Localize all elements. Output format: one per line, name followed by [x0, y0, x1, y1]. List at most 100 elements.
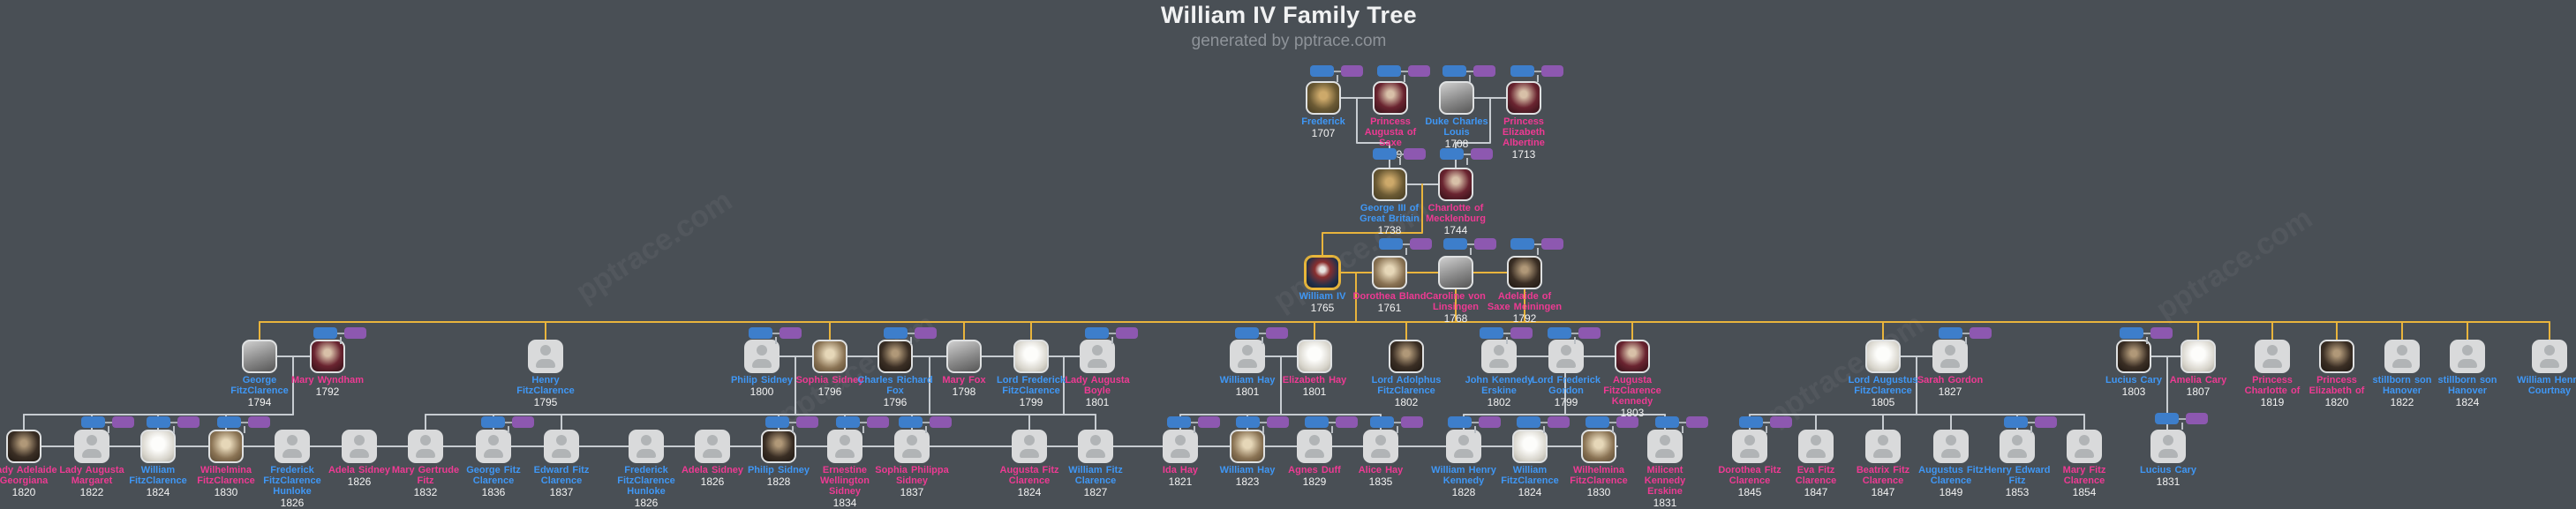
person-node[interactable]: Lucius Cary 1803 — [2095, 340, 2173, 398]
mother-pill[interactable] — [2035, 416, 2057, 428]
person-node[interactable]: Adela Sidney 1826 — [320, 430, 398, 488]
collapsed-parents-pills[interactable] — [765, 416, 818, 433]
father-pill[interactable] — [1586, 416, 1609, 428]
father-pill[interactable] — [1655, 416, 1679, 428]
person-portrait[interactable] — [1230, 340, 1265, 373]
father-pill[interactable] — [765, 416, 789, 428]
person-node[interactable]: Edward Fitz Clarence 1837 — [523, 430, 600, 498]
person-node[interactable]: William IV 1765 — [1284, 256, 1361, 314]
father-pill[interactable] — [1310, 65, 1334, 77]
person-portrait[interactable] — [744, 340, 780, 373]
person-portrait[interactable] — [1078, 430, 1113, 463]
person-portrait[interactable] — [1512, 430, 1548, 463]
person-portrait[interactable] — [1615, 340, 1650, 373]
collapsed-parents-pills[interactable] — [81, 416, 134, 433]
mother-pill[interactable] — [1341, 65, 1363, 77]
father-pill[interactable] — [1236, 416, 1260, 428]
person-portrait[interactable] — [1865, 340, 1901, 373]
person-node[interactable]: Lord Augustus FitzClarence 1805 — [1844, 340, 1922, 408]
person-node[interactable]: Lady Augusta Boyle 1801 — [1058, 340, 1136, 408]
person-node[interactable]: Philip Sidney 1800 — [723, 340, 801, 398]
father-pill[interactable] — [1443, 238, 1467, 250]
person-portrait[interactable] — [242, 340, 277, 373]
father-pill[interactable] — [313, 327, 337, 339]
person-portrait[interactable] — [1297, 340, 1332, 373]
person-portrait[interactable] — [1732, 430, 1767, 463]
collapsed-parents-pills[interactable] — [1310, 65, 1363, 82]
person-portrait[interactable] — [1439, 81, 1474, 115]
person-node[interactable]: Lord Frederick Gordon 1799 — [1527, 340, 1605, 408]
collapsed-parents-pills[interactable] — [1085, 327, 1138, 344]
mother-pill[interactable] — [930, 416, 952, 428]
person-node[interactable]: Dorothea Bland 1761 — [1351, 256, 1428, 314]
collapsed-parents-pills[interactable] — [147, 416, 200, 433]
person-portrait[interactable] — [1306, 81, 1341, 115]
person-portrait[interactable] — [1507, 256, 1542, 289]
person-portrait[interactable] — [544, 430, 579, 463]
collapsed-parents-pills[interactable] — [1235, 327, 1288, 344]
person-portrait[interactable] — [1438, 168, 1473, 201]
person-portrait[interactable] — [1506, 81, 1541, 115]
father-pill[interactable] — [1510, 65, 1534, 77]
mother-pill[interactable] — [1479, 416, 1501, 428]
collapsed-parents-pills[interactable] — [2155, 413, 2208, 430]
mother-pill[interactable] — [1541, 65, 1563, 77]
mother-pill[interactable] — [1116, 327, 1138, 339]
person-portrait[interactable] — [528, 340, 563, 373]
collapsed-parents-pills[interactable] — [1510, 238, 1563, 255]
mother-pill[interactable] — [867, 416, 889, 428]
person-portrait[interactable] — [2150, 430, 2186, 463]
person-node[interactable]: Sophia Sidney 1796 — [791, 340, 869, 398]
person-portrait[interactable] — [74, 430, 109, 463]
father-pill[interactable] — [1448, 416, 1472, 428]
father-pill[interactable] — [1442, 65, 1466, 77]
person-portrait[interactable] — [2384, 340, 2420, 373]
father-pill[interactable] — [1517, 416, 1540, 428]
mother-pill[interactable] — [1408, 65, 1430, 77]
person-portrait[interactable] — [2450, 340, 2485, 373]
mother-pill[interactable] — [1473, 65, 1495, 77]
person-node[interactable]: Henry Edward Fitz 1853 — [1978, 430, 2056, 498]
collapsed-parents-pills[interactable] — [749, 327, 802, 344]
collapsed-parents-pills[interactable] — [1517, 416, 1570, 433]
collapsed-parents-pills[interactable] — [1939, 327, 1992, 344]
mother-pill[interactable] — [2186, 413, 2208, 424]
collapsed-parents-pills[interactable] — [1510, 65, 1563, 82]
person-portrait[interactable] — [1012, 430, 1047, 463]
father-pill[interactable] — [1510, 238, 1534, 250]
mother-pill[interactable] — [1474, 238, 1496, 250]
mother-pill[interactable] — [1471, 148, 1493, 160]
person-portrait[interactable] — [1438, 256, 1473, 289]
person-portrait[interactable] — [877, 340, 913, 373]
mother-pill[interactable] — [112, 416, 134, 428]
mother-pill[interactable] — [1548, 416, 1570, 428]
father-pill[interactable] — [147, 416, 170, 428]
mother-pill[interactable] — [796, 416, 818, 428]
person-portrait[interactable] — [695, 430, 730, 463]
mother-pill[interactable] — [1686, 416, 1708, 428]
person-node[interactable]: Augusta FitzClarence Kennedy 1803 — [1593, 340, 1671, 419]
mother-pill[interactable] — [1616, 416, 1638, 428]
collapsed-parents-pills[interactable] — [899, 416, 952, 433]
collapsed-parents-pills[interactable] — [1167, 416, 1220, 433]
mother-pill[interactable] — [177, 416, 200, 428]
person-portrait[interactable] — [208, 430, 244, 463]
person-node[interactable]: Lord Adolphus FitzClarence 1802 — [1367, 340, 1445, 408]
person-node[interactable]: Mary Wyndham 1792 — [289, 340, 366, 398]
mother-pill[interactable] — [1266, 327, 1288, 339]
person-node[interactable]: Adelaide of Saxe Meiningen 1792 — [1486, 256, 1563, 325]
father-pill[interactable] — [1739, 416, 1763, 428]
person-portrait[interactable] — [2255, 340, 2290, 373]
father-pill[interactable] — [1480, 327, 1503, 339]
father-pill[interactable] — [1440, 148, 1464, 160]
person-portrait[interactable] — [2181, 340, 2216, 373]
person-node[interactable]: Mary Gertrude Fitz 1832 — [387, 430, 464, 498]
collapsed-parents-pills[interactable] — [2120, 327, 2173, 344]
person-node[interactable]: Princess Elizabeth Albertine 1713 — [1485, 81, 1563, 161]
person-portrait[interactable] — [1372, 168, 1407, 201]
person-node[interactable]: Beatrix Fitz Clarence 1847 — [1844, 430, 1922, 498]
father-pill[interactable] — [899, 416, 923, 428]
person-node[interactable]: Lady Augusta Margaret 1822 — [53, 430, 131, 498]
person-portrait[interactable] — [1865, 430, 1901, 463]
mother-pill[interactable] — [512, 416, 534, 428]
